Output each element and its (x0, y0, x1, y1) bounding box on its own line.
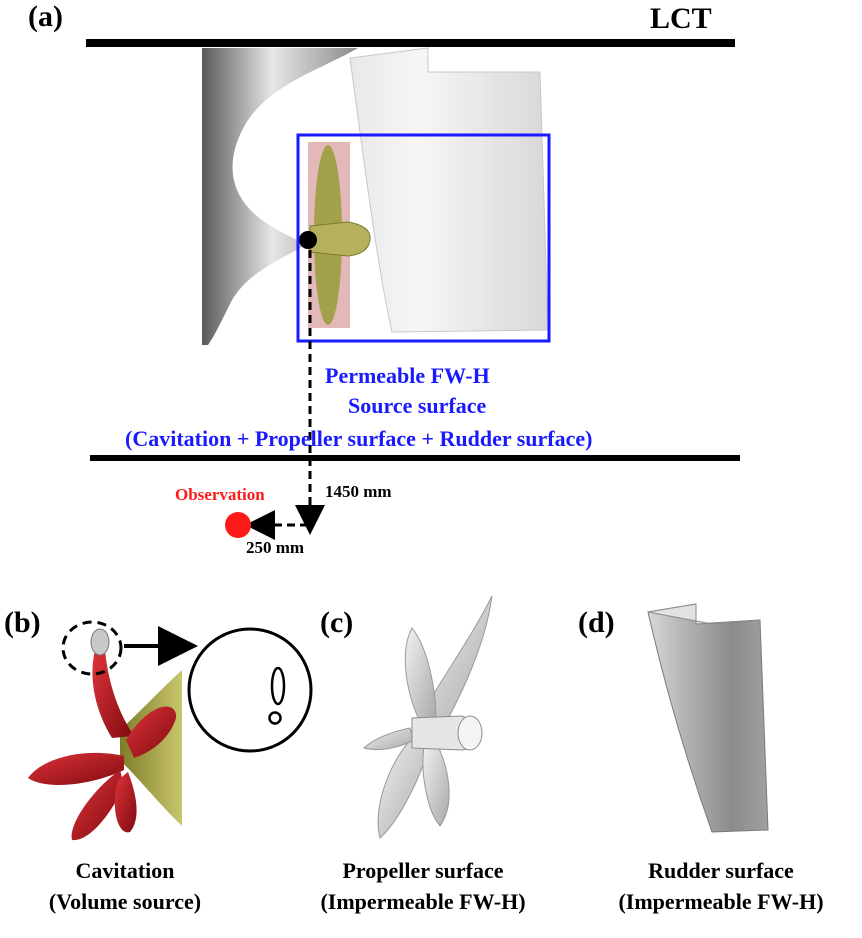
panel-label-a: (a) (28, 0, 63, 33)
zoom-circle (187, 627, 313, 753)
propeller-hub-center (299, 231, 317, 249)
propeller-hub (309, 221, 371, 257)
panel-label-c: (c) (320, 606, 354, 639)
rudder (349, 47, 549, 333)
panel-label-b: (b) (4, 606, 41, 639)
propeller-blade-lower-right (422, 741, 450, 827)
caption-b: Cavitation (Volume source) (15, 856, 235, 918)
source-surface-line3: (Cavitation + Propeller surface + Rudder… (125, 426, 593, 451)
observation-label: Observation (175, 485, 265, 504)
panel-label-d: (d) (578, 606, 615, 639)
source-surface-line1: Permeable FW-H (325, 363, 490, 388)
propeller-hub-cap (457, 715, 483, 751)
caption-c-line1: Propeller surface (342, 858, 504, 883)
zoom-bubble-large (270, 666, 286, 706)
lct-label: LCT (650, 2, 712, 35)
caption-c-line2: (Impermeable FW-H) (320, 888, 526, 914)
cavitation-highlight-circle (61, 620, 123, 676)
zoom-bubble-small (268, 711, 282, 725)
cavitation-bubble (90, 628, 110, 656)
cavitation-blade-right (126, 706, 177, 758)
propeller-blade-top (419, 595, 493, 727)
dimension-horizontal-label: 250 mm (246, 538, 305, 557)
caption-b-line1: Cavitation (75, 858, 175, 883)
dimension-vertical-label: 1450 mm (325, 482, 392, 501)
caption-d: Rudder surface (Impermeable FW-H) (584, 856, 858, 918)
cavitation-blade-bottom-left (71, 770, 124, 841)
cavitation-blade-bottom-right (114, 772, 137, 833)
rudder-3d (647, 603, 769, 833)
caption-d-line1: Rudder surface (648, 858, 794, 883)
propeller-blade-left (363, 727, 415, 751)
source-surface-line2: Source surface (348, 393, 487, 418)
fwh-source-box (296, 133, 551, 343)
ship-hull (202, 48, 358, 345)
propeller-blade-lower-left (377, 735, 431, 839)
rudder-3d-top (647, 603, 761, 625)
caption-c: Propeller surface (Impermeable FW-H) (278, 856, 568, 918)
caption-d-line2: (Impermeable FW-H) (618, 888, 824, 914)
propeller-blade-upper-left (404, 627, 437, 723)
cavitation-blade-left (28, 752, 124, 785)
caption-b-line2: (Volume source) (48, 888, 202, 914)
observation-point (225, 512, 251, 538)
